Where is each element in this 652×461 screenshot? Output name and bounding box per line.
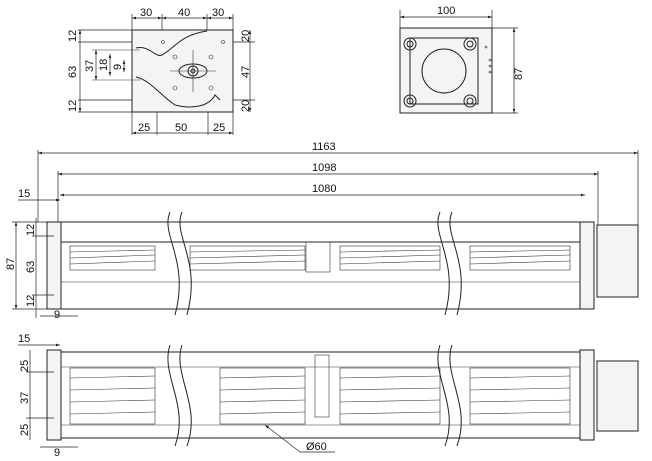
dim-top-40: 40	[178, 7, 190, 19]
dim-63: 63	[25, 261, 37, 273]
break-line-right	[437, 211, 462, 316]
dim-height-87: 87	[5, 258, 17, 270]
dim-left-63: 63	[67, 66, 79, 78]
dim-flange-offset: 15	[18, 188, 30, 200]
dim-right-47: 47	[240, 66, 252, 78]
dim-flange-thickness: 9	[54, 309, 60, 321]
motor-body-plan	[596, 360, 639, 432]
dim-flange-offset-plan: 15	[18, 333, 30, 345]
dim-bottom-50: 50	[175, 122, 187, 134]
motor-body	[596, 224, 639, 298]
plan-view: 15 25 37 25 9 Ø60	[18, 333, 639, 459]
break-line-right-plan	[437, 344, 462, 447]
impeller-segments	[69, 241, 571, 273]
lower-curve	[135, 76, 221, 108]
dim-25-bottom: 25	[19, 424, 31, 436]
side-view: 100 87	[399, 5, 525, 114]
dim-37: 37	[19, 392, 31, 404]
right-flange-plan	[579, 349, 595, 441]
break-line-left-plan	[167, 344, 192, 447]
dim-right-20-bottom: 20	[240, 100, 252, 112]
dim-overall-length: 1163	[312, 141, 336, 153]
dim-9: 9	[112, 64, 124, 70]
dim-12-bottom: 12	[25, 295, 37, 307]
left-flange	[46, 221, 62, 310]
dim-25-top: 25	[19, 360, 31, 372]
dim-right-20-top: 20	[240, 30, 252, 42]
left-flange-plan	[46, 349, 62, 441]
dim-12-top: 12	[25, 224, 37, 236]
dim-top-30-right: 30	[212, 7, 224, 19]
dim-bottom-25-left: 25	[138, 122, 150, 134]
right-flange	[579, 221, 595, 310]
dim-length-1098: 1098	[312, 162, 336, 174]
dim-length-1080: 1080	[312, 183, 336, 195]
dim-top-30-left: 30	[140, 7, 152, 19]
front-view: 30 40 30 12 63 12 37 18 9 20 47 20 25	[67, 7, 255, 135]
break-line-left	[167, 211, 192, 316]
dim-left-12-top: 12	[67, 30, 79, 42]
motor-hub	[421, 48, 467, 94]
dim-left-12-bottom: 12	[67, 100, 79, 112]
dim-height-87: 87	[513, 68, 525, 80]
impeller-segments-plan	[69, 354, 571, 425]
dim-width-100: 100	[437, 5, 455, 17]
dim-flange-thickness-plan: 9	[54, 447, 60, 459]
dim-18: 18	[98, 59, 110, 71]
motor-housing	[409, 37, 479, 105]
dim-37: 37	[84, 60, 96, 72]
dim-bottom-25-right: 25	[213, 122, 225, 134]
elevation-view: 1163 1098 1080 15 8	[5, 141, 639, 321]
dim-impeller-diameter: Ø60	[306, 441, 327, 453]
upper-curve	[135, 30, 208, 56]
